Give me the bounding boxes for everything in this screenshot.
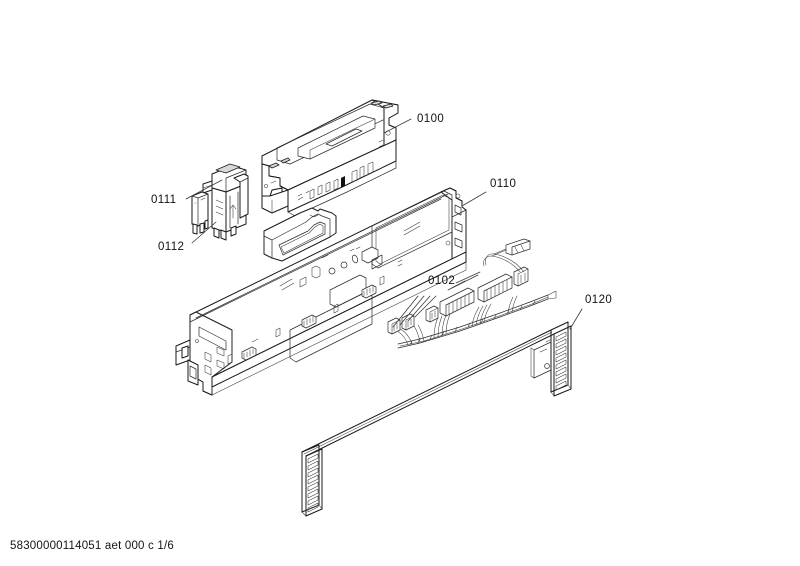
part-display-bezel-frame bbox=[263, 207, 337, 262]
callout-0102: 0102 bbox=[428, 275, 455, 287]
leader-0102 bbox=[455, 271, 481, 284]
callout-0120: 0120 bbox=[585, 294, 612, 306]
part-0120-mounting-bracket bbox=[301, 321, 572, 517]
callout-0112: 0112 bbox=[158, 241, 184, 253]
part-0112-actuator-slide bbox=[191, 191, 209, 235]
callout-0100: 0100 bbox=[417, 113, 444, 125]
drawing-footer-text: 58300000114051 aet 000 c 1/6 bbox=[10, 540, 174, 552]
callout-0110: 0110 bbox=[490, 178, 516, 190]
part-0100-control-module bbox=[261, 99, 399, 217]
part-0111-lock-assembly bbox=[202, 163, 249, 241]
callout-leaders bbox=[185, 118, 583, 330]
leader-0110 bbox=[461, 191, 487, 207]
leader-0111 bbox=[185, 179, 223, 200]
leader-0112 bbox=[191, 221, 217, 244]
callout-0111: 0111 bbox=[151, 194, 176, 206]
callout-labels: 0100 0111 0112 0110 0102 0120 bbox=[151, 113, 612, 306]
leader-0100 bbox=[383, 118, 412, 134]
part-0110-control-panel bbox=[175, 187, 467, 396]
leader-0120 bbox=[569, 308, 583, 330]
part-0102-cable-harness bbox=[387, 238, 557, 349]
